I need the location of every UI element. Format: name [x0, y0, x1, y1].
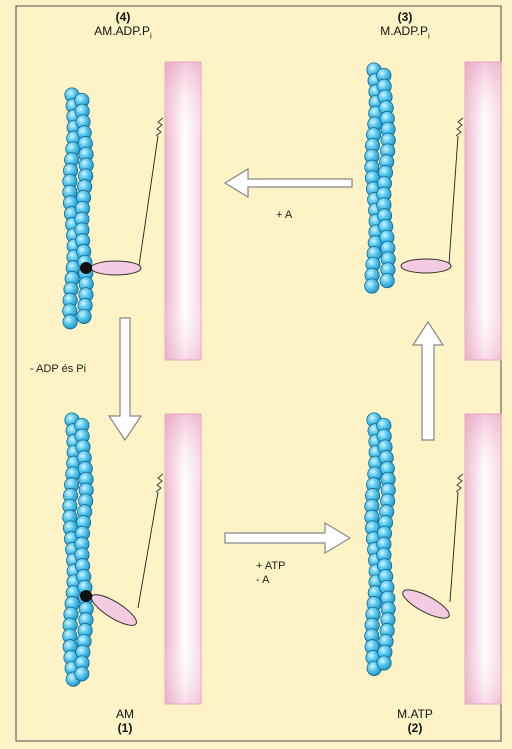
state-1-name: AM: [95, 707, 155, 721]
state-3-label: (3) M.ADP.Pi: [360, 10, 450, 43]
state-4-name: AM.ADP.Pi: [78, 24, 168, 43]
state-4-label: (4) AM.ADP.Pi: [78, 10, 168, 43]
state-4-number: (4): [116, 10, 131, 24]
state-2-label: M.ATP (2): [380, 707, 450, 735]
myosin-head: [91, 261, 141, 275]
state-2-number: (2): [408, 721, 423, 735]
myosin-head: [401, 259, 451, 273]
state-1-number: (1): [118, 721, 133, 735]
transition-bottom-label-1: + ATP: [256, 559, 285, 573]
transition-bottom-label-2: - A: [256, 573, 269, 587]
binding-site-dot: [80, 590, 92, 602]
state-2-name: M.ATP: [380, 707, 450, 721]
transition-left-label: - ADP és Pi: [30, 362, 86, 376]
binding-site-dot: [80, 262, 92, 274]
state-3-number: (3): [398, 10, 413, 24]
transition-top-label: + A: [276, 208, 292, 222]
state-3-name: M.ADP.Pi: [360, 24, 450, 43]
state-1-label: AM (1): [95, 707, 155, 735]
